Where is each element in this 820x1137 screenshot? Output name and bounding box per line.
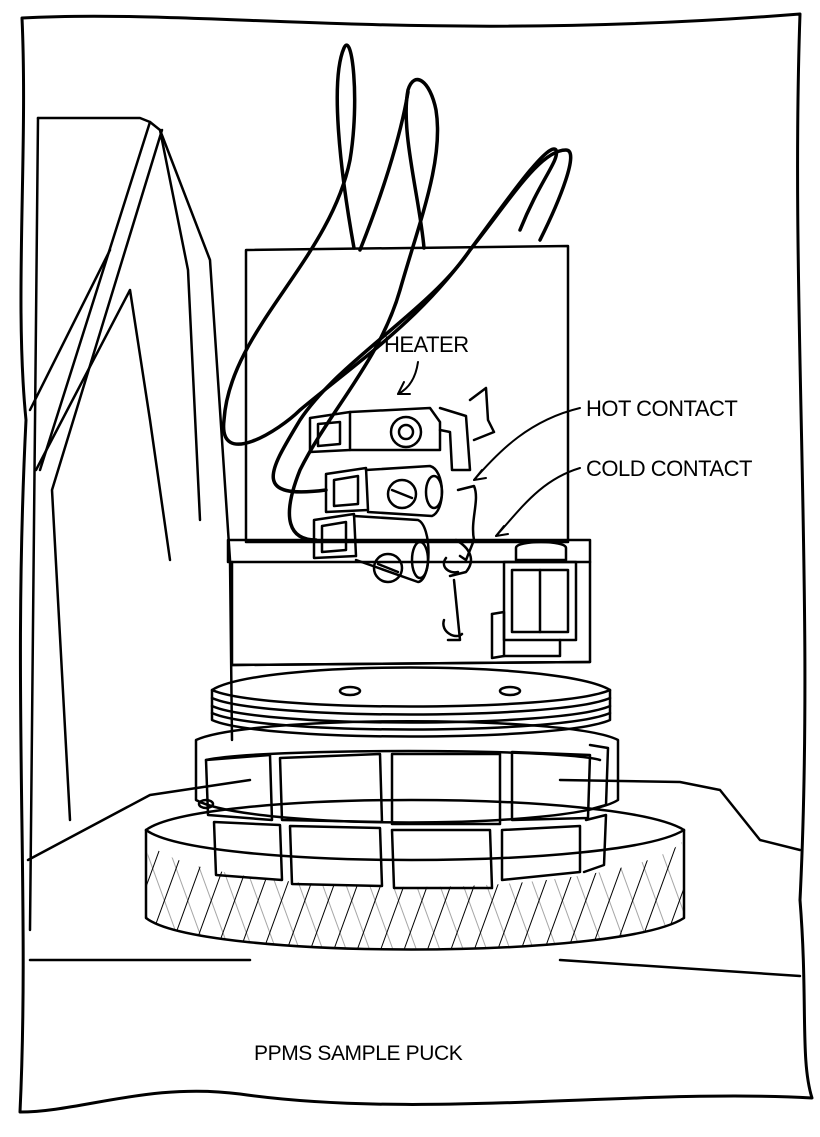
cold-contact-clamp: [312, 512, 430, 584]
figure-caption: PPMS SAMPLE PUCK: [254, 1042, 463, 1065]
hot-contact-clamp: [324, 464, 444, 518]
sample-and-wires: [442, 484, 478, 642]
leader-lines: [397, 361, 581, 537]
heater-arrowhead: [397, 381, 411, 395]
hot-contact-label: HOT CONTACT: [586, 396, 737, 421]
heater-block: [308, 386, 496, 472]
threaded-body: [210, 666, 612, 738]
connector-ring-upper: [194, 720, 620, 826]
base-disk: [144, 798, 686, 951]
cavity-wall: [26, 116, 802, 978]
cold-contact-label: COLD CONTACT: [586, 456, 752, 481]
thermometer-block: [490, 540, 578, 660]
paper-border: [18, 12, 814, 1114]
connector-ring-lower: [197, 798, 608, 890]
heater-label: HEATER: [384, 332, 469, 357]
lead-wires: [222, 43, 573, 542]
heater-leader: [397, 361, 419, 395]
flange: [226, 538, 592, 667]
hot-contact-arrowhead: [473, 469, 487, 481]
cold-contact-arrowhead: [495, 525, 509, 537]
hot-contact-leader: [473, 407, 581, 481]
